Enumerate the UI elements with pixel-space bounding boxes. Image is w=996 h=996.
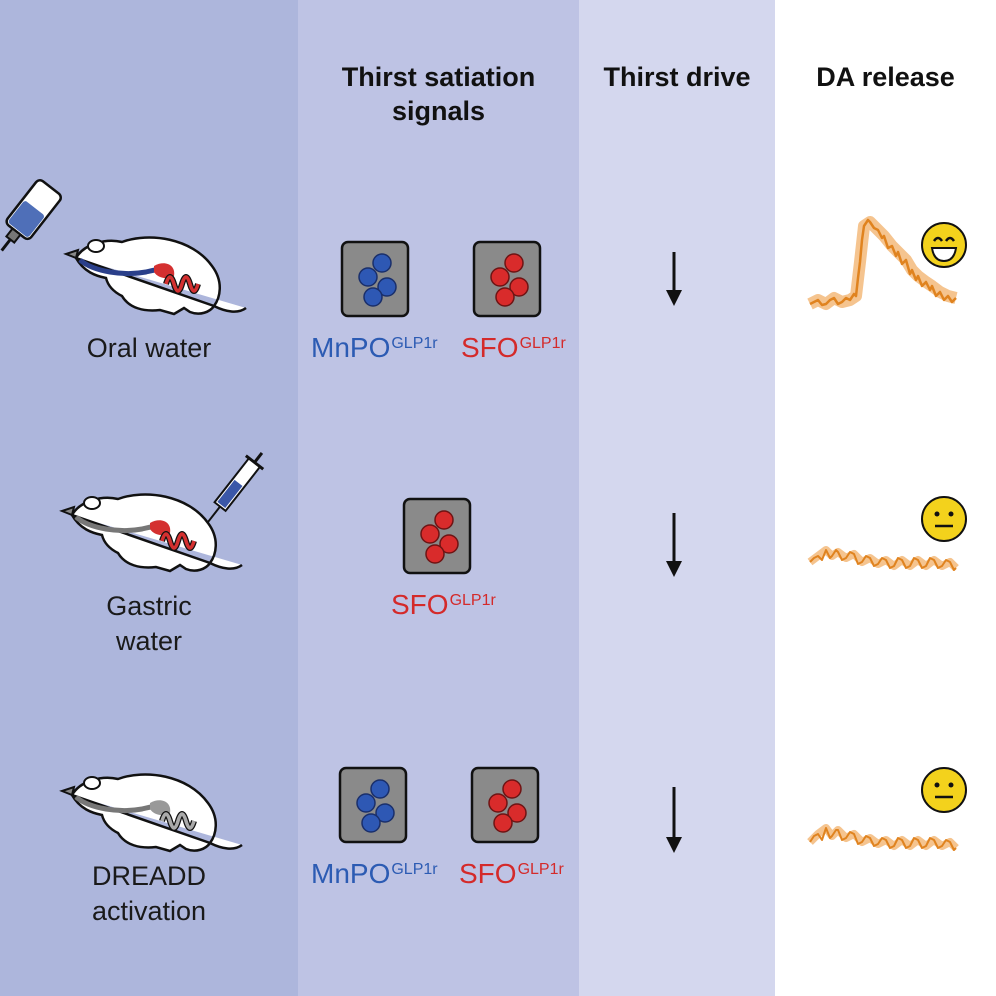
down-arrow-icon [664, 513, 684, 579]
signal-sfo-label: SFOGLP1r [459, 859, 564, 889]
mnpo-neuron-box-icon [341, 241, 411, 317]
signal-mnpo-label: MnPOGLP1r [311, 859, 438, 889]
header-satiation-line2: signals [298, 94, 579, 128]
header-satiation-line1: Thirst satiation [298, 60, 579, 94]
header-satiation: Thirst satiation signals [298, 60, 579, 128]
condition-label-oral: Oral water [0, 331, 298, 366]
neutral-face-icon [920, 495, 968, 543]
header-thirst-drive: Thirst drive [579, 60, 775, 94]
mouse-gastric-water-icon [58, 455, 268, 585]
header-da-release: DA release [775, 60, 996, 94]
condition-label-line: DREADD [0, 859, 298, 894]
condition-label-line: water [0, 624, 298, 659]
condition-label-line: Gastric [0, 589, 298, 624]
down-arrow-icon [664, 252, 684, 308]
condition-label-gastric: Gastric water [0, 589, 298, 659]
happy-face-icon [920, 221, 968, 269]
mnpo-neuron-box-icon [339, 767, 409, 843]
sfo-neuron-box-icon [473, 241, 543, 317]
sfo-neuron-box-icon [471, 767, 541, 843]
mouse-oral-water-icon [14, 180, 254, 340]
sfo-neuron-box-icon [403, 498, 473, 574]
condition-label-line: Oral water [0, 331, 298, 366]
da-trace-flat [808, 810, 958, 860]
signal-sfo-label: SFOGLP1r [391, 590, 496, 620]
condition-label-dreadd: DREADD activation [0, 859, 298, 929]
signal-mnpo-label: MnPOGLP1r [311, 333, 438, 363]
signal-sfo-label: SFOGLP1r [461, 333, 566, 363]
neutral-face-icon [920, 766, 968, 814]
down-arrow-icon [664, 787, 684, 855]
condition-label-line: activation [0, 894, 298, 929]
